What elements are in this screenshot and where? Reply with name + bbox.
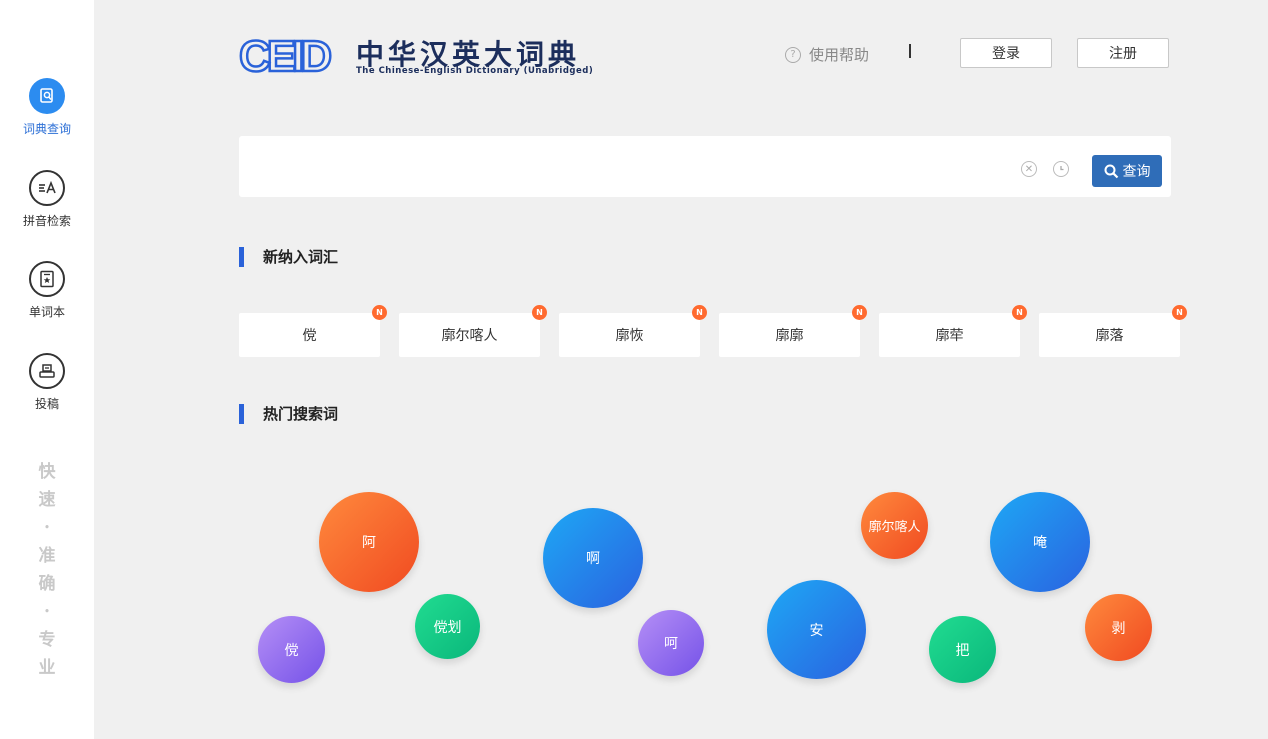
slogan-char: • bbox=[44, 607, 50, 617]
pinyin-icon bbox=[29, 170, 65, 206]
hot-search-bubble[interactable]: 把 bbox=[929, 616, 996, 683]
new-badge: N bbox=[532, 305, 547, 320]
new-word-label: 廓恢 bbox=[615, 328, 644, 344]
slogan: 快 速 • 准 确 • 专 业 bbox=[0, 458, 94, 682]
new-badge: N bbox=[692, 305, 707, 320]
slogan-char: • bbox=[44, 523, 50, 533]
new-word-card[interactable]: 傥 N bbox=[239, 305, 387, 357]
new-word-card[interactable]: 廓恢 N bbox=[559, 305, 707, 357]
new-badge: N bbox=[1012, 305, 1027, 320]
sidebar-item-dictionary-search[interactable]: 词典查询 bbox=[0, 78, 94, 137]
hot-search-bubble[interactable]: 阿 bbox=[319, 492, 419, 592]
sidebar-item-label: 拼音检索 bbox=[22, 214, 71, 228]
hot-search-bubble[interactable]: 剥 bbox=[1085, 594, 1152, 661]
dictionary-search-icon bbox=[29, 78, 65, 114]
search-button-label: 查询 bbox=[1122, 164, 1151, 180]
sidebar-item-submit[interactable]: 投稿 bbox=[0, 353, 94, 412]
clear-icon[interactable]: ✕ bbox=[1021, 161, 1037, 177]
hot-searches-title: 热门搜索词 bbox=[239, 404, 338, 424]
hot-search-bubble[interactable]: 安 bbox=[767, 580, 866, 679]
hot-search-bubble[interactable]: 廓尔喀人 bbox=[861, 492, 928, 559]
slogan-char: 确 bbox=[38, 574, 56, 594]
search-box: ✕ 查询 bbox=[239, 136, 1171, 197]
header-divider bbox=[909, 44, 911, 58]
sidebar-item-label: 词典查询 bbox=[22, 122, 71, 136]
new-word-card[interactable]: 廓尔喀人 N bbox=[399, 305, 547, 357]
slogan-char: 业 bbox=[38, 658, 56, 678]
sidebar-item-label: 投稿 bbox=[34, 397, 59, 411]
register-button[interactable]: 注册 bbox=[1077, 38, 1169, 68]
slogan-char: 专 bbox=[38, 630, 56, 650]
new-badge: N bbox=[852, 305, 867, 320]
new-word-card[interactable]: 廓廓 N bbox=[719, 305, 867, 357]
submit-icon bbox=[29, 353, 65, 389]
sidebar: 词典查询 拼音检索 单词本 投稿 快 速 • 准 确 • 专 业 bbox=[0, 0, 94, 739]
new-word-label: 廓廓 bbox=[775, 328, 804, 344]
site-title: 中华汉英大词典 bbox=[356, 38, 581, 71]
new-word-card[interactable]: 廓落 N bbox=[1039, 305, 1187, 357]
site-subtitle: The Chinese-English Dictionary (Unabridg… bbox=[356, 66, 594, 76]
help-label: 使用帮助 bbox=[809, 46, 870, 64]
help-link[interactable]: ? 使用帮助 bbox=[785, 44, 869, 65]
new-word-card[interactable]: 廓荦 N bbox=[879, 305, 1027, 357]
search-button[interactable]: 查询 bbox=[1092, 155, 1162, 187]
new-word-label: 廓荦 bbox=[935, 328, 964, 344]
slogan-char: 准 bbox=[38, 546, 56, 566]
new-word-label: 廓落 bbox=[1095, 328, 1124, 344]
new-word-label: 廓尔喀人 bbox=[441, 328, 498, 344]
hot-search-bubble[interactable]: 傥 bbox=[258, 616, 325, 683]
logo: CEID bbox=[239, 35, 336, 75]
hot-search-bubble[interactable]: 啊 bbox=[543, 508, 643, 608]
wordbook-icon bbox=[29, 261, 65, 297]
history-icon[interactable] bbox=[1053, 161, 1069, 177]
slogan-char: 快 bbox=[38, 462, 56, 482]
search-input[interactable] bbox=[251, 148, 1015, 186]
sidebar-item-label: 单词本 bbox=[28, 305, 65, 319]
hot-search-bubble[interactable]: 呵 bbox=[638, 610, 704, 676]
new-badge: N bbox=[1172, 305, 1187, 320]
new-words-title: 新纳入词汇 bbox=[239, 247, 338, 267]
sidebar-item-wordbook[interactable]: 单词本 bbox=[0, 261, 94, 320]
logo-mark: CEID bbox=[239, 35, 330, 75]
sidebar-item-pinyin-search[interactable]: 拼音检索 bbox=[0, 170, 94, 229]
login-button[interactable]: 登录 bbox=[960, 38, 1052, 68]
hot-search-bubble[interactable]: 傥划 bbox=[415, 594, 480, 659]
help-icon: ? bbox=[785, 46, 801, 63]
hot-search-bubble[interactable]: 唵 bbox=[990, 492, 1090, 592]
new-badge: N bbox=[372, 305, 387, 320]
search-icon bbox=[1104, 164, 1118, 178]
slogan-char: 速 bbox=[38, 490, 56, 510]
new-word-label: 傥 bbox=[302, 328, 317, 344]
